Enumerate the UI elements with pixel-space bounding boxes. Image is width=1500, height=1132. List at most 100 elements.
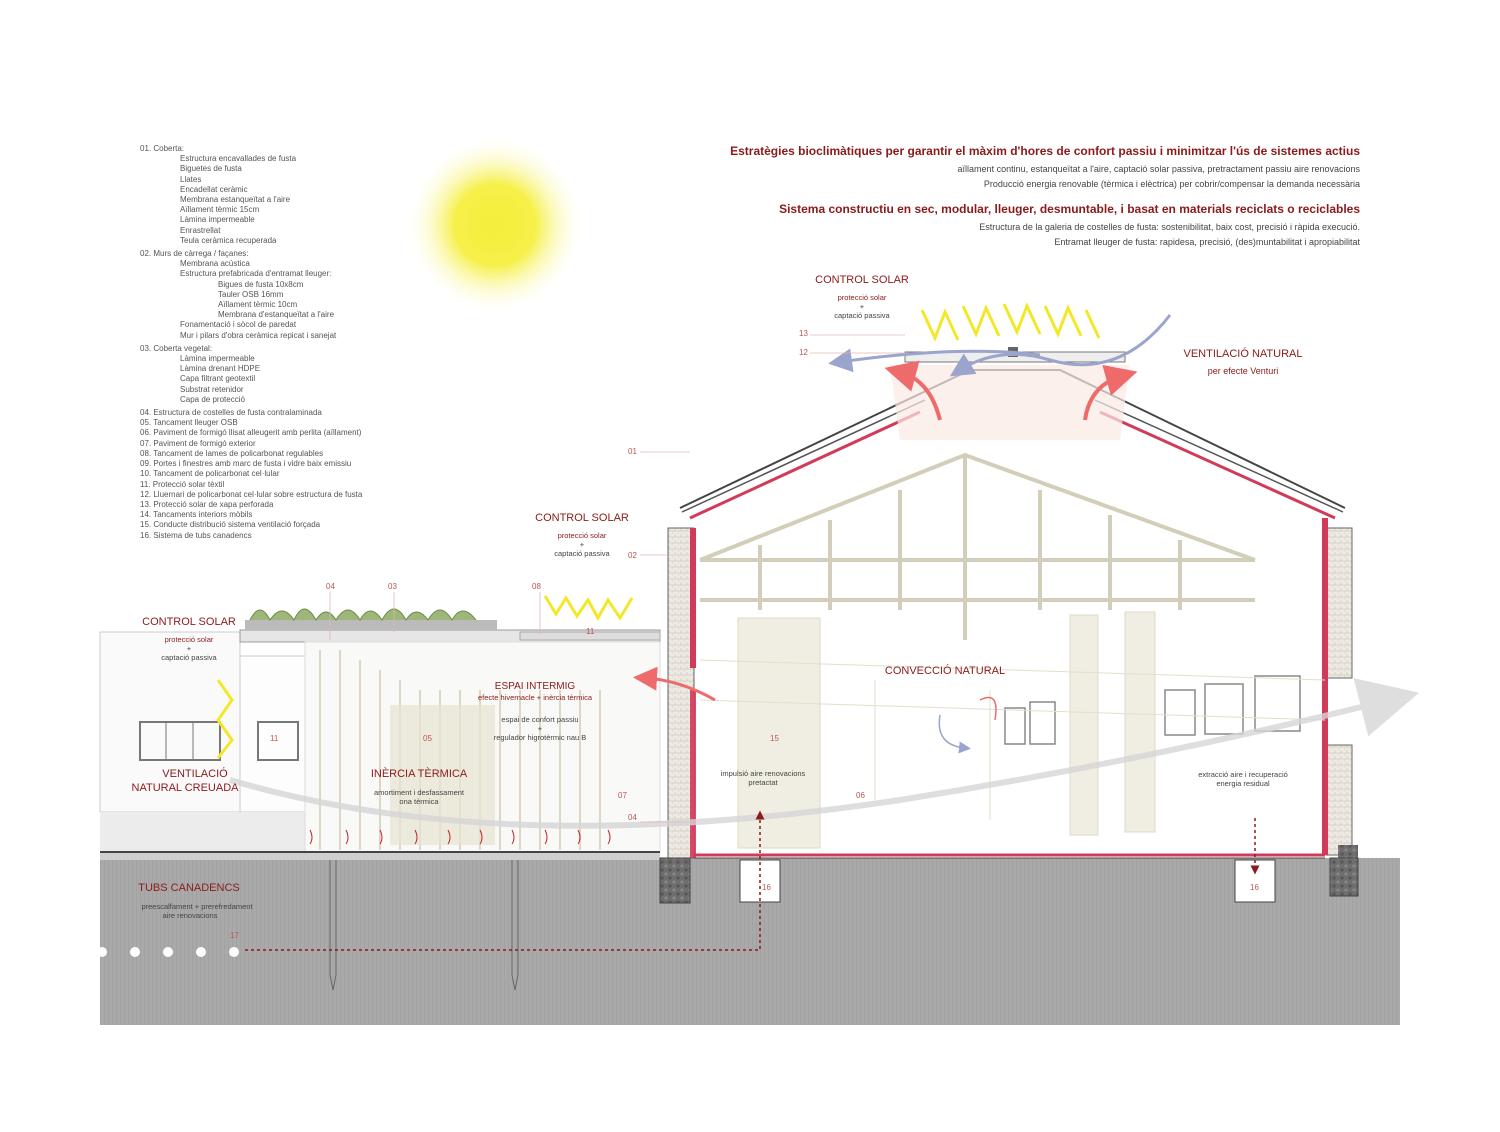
heading-line-3: Estructura de la galeria de costelles de… <box>979 222 1360 232</box>
heading-line-4: Entramat lleuger de fusta: rapidesa, pre… <box>1054 237 1360 247</box>
heading-line-2: Producció energia renovable (tèrmica i e… <box>983 179 1360 189</box>
cross-ventilation-arrow <box>229 678 1420 829</box>
convection-warm-arrow <box>979 696 997 721</box>
label-tubs: TUBS CANADENCS <box>138 882 239 894</box>
legend-subitem: Làmina impermeable <box>180 215 255 225</box>
diagram-labels: CONTROL SOLAR protecció solar + captació… <box>132 274 1303 940</box>
legend-item: 14. Tancaments interiors mòbils <box>140 510 253 520</box>
legend-subitem: Làmina drenant HDPE <box>180 364 261 374</box>
legend-subitem: Encadellat ceràmic <box>180 184 248 194</box>
label-venturi: per efecte Venturi <box>1208 366 1279 376</box>
legend-subitem: Membrana d'estanqueïtat a l'aire <box>218 310 335 320</box>
label-control-solar-top: CONTROL SOLAR <box>815 274 909 286</box>
legend-subitem: Aïllament tèrmic 15cm <box>180 205 260 215</box>
label-plus-left: + <box>187 644 192 653</box>
legend-item: 03. Coberta vegetal: <box>140 343 213 353</box>
leader-lines <box>329 334 905 823</box>
label-captacio-middle: captació passiva <box>554 549 610 558</box>
label-ventilacio-natural: VENTILACIÓ NATURAL <box>1184 347 1303 360</box>
exterior-pavement <box>100 852 660 860</box>
hot-air-left-arrow <box>884 360 942 421</box>
venturi-airflow-out <box>949 314 1172 377</box>
label-proteccio-left: protecció solar <box>165 635 214 644</box>
label-confort-2: + <box>538 724 543 733</box>
legend-subitem: Teula ceràmica recuperada <box>180 235 277 245</box>
legend-subitem: Membrana acústica <box>180 259 250 269</box>
label-ventilacio-creuada-1: VENTILACIÓ <box>162 767 228 780</box>
label-extraccio-1: extracció aire i recuperació <box>1198 770 1288 779</box>
label-captacio-left: captació passiva <box>161 653 217 662</box>
legend-item: 02. Murs de càrrega / façanes: <box>140 249 249 259</box>
inertia-arrows <box>309 829 611 845</box>
label-tubs-2: aire renovacions <box>162 911 217 920</box>
pile-2 <box>511 860 519 991</box>
label-control-solar-left: CONTROL SOLAR <box>142 616 236 628</box>
legend-subitem: Aïllament tèrmic 10cm <box>218 300 298 310</box>
num-02: 02 <box>628 551 637 560</box>
legend-subitem: Capa filtrant geotextil <box>180 374 256 384</box>
num-07: 07 <box>618 791 627 800</box>
main-building <box>659 347 1359 904</box>
legend-item: 15. Conducte distribució sistema ventila… <box>140 520 321 530</box>
num-13: 13 <box>799 329 808 338</box>
label-confort-3: regulador higrotèrmic nau B <box>494 733 587 742</box>
legend-item: 12. Lluernari de policarbonat cel·lular … <box>140 489 363 499</box>
label-proteccio-top: protecció solar <box>838 293 887 302</box>
num-04-floor: 04 <box>628 813 637 822</box>
label-proteccio-middle: protecció solar <box>558 531 607 540</box>
legend-item: 06. Paviment de formigó llisat alleugeri… <box>140 428 362 438</box>
num-03: 03 <box>388 582 397 591</box>
legend-subitem: Làmina impermeable <box>180 354 255 364</box>
heading-line-1: aïllament continu, estanqueïtat a l'aire… <box>957 164 1360 174</box>
legend-subitem: Fonamentació i sòcol de paredat <box>180 320 297 330</box>
label-amort-2: ona tèrmica <box>399 797 439 806</box>
num-11-gallery: 11 <box>586 627 595 636</box>
heading-title-strategies: Estratègies bioclimàtiques per garantir … <box>730 144 1360 158</box>
solar-rays <box>216 302 1101 759</box>
legend-subitem: Membrana estanqueïtat a l'aire <box>180 195 291 205</box>
legend-subitem: Enrastrellat <box>180 225 221 235</box>
venturi-airflow-in <box>828 348 1041 373</box>
legend-subitem: Substrat retenidor <box>180 384 244 394</box>
hot-air-right-arrow <box>1083 364 1138 421</box>
label-plus-top: + <box>860 302 865 311</box>
intermediate-warm-arrow <box>633 666 716 702</box>
label-extraccio-2: energia residual <box>1216 779 1270 788</box>
num-05: 05 <box>423 734 432 743</box>
label-tubs-1: preescalfament + prerefredament <box>141 902 253 911</box>
label-impulsio-2: pretactat <box>748 778 778 787</box>
heading-title-system: Sistema constructiu en sec, modular, lle… <box>779 202 1360 216</box>
legend-subitem: Bigues de fusta 10x8cm <box>218 279 304 289</box>
label-conveccio: CONVECCIÓ NATURAL <box>885 664 1005 677</box>
existing-left-building <box>99 631 307 852</box>
legend-subitem: Mur i pilars d'obra ceràmica repicat i s… <box>180 330 337 340</box>
label-control-solar-middle: CONTROL SOLAR <box>535 512 629 524</box>
sun-icon <box>405 135 585 315</box>
legend-subitem: Estructura prefabricada d'entramat lleug… <box>180 269 332 279</box>
legend-item: 04. Estructura de costelles de fusta con… <box>140 408 322 418</box>
label-espai-intermig: ESPAI INTERMIG <box>495 681 576 692</box>
num-12: 12 <box>799 348 808 357</box>
strategies-heading: Estratègies bioclimàtiques per garantir … <box>730 144 1360 250</box>
label-amort-1: amortiment i desfassament <box>374 788 465 797</box>
legend-item: 09. Portes i finestres amb marc de fusta… <box>140 459 352 469</box>
label-ventilacio-creuada-2: NATURAL CREUADA <box>132 782 240 794</box>
legend-subitem: Capa de protecció <box>180 394 245 404</box>
label-efecte: efecte hivernacle + inèrcia tèrmica <box>478 693 593 702</box>
legend-item: 13. Protecció solar de xapa perforada <box>140 499 274 509</box>
pile-1 <box>329 860 337 991</box>
label-captacio-top: captació passiva <box>834 311 890 320</box>
legend-item: 10. Tancament de policarbonat cel·lular <box>140 469 280 479</box>
legend-item: 01. Coberta: <box>140 144 185 153</box>
num-01: 01 <box>628 447 637 456</box>
legend-subitem: Tauler OSB 16mm <box>218 289 284 299</box>
convection-cool-arrow <box>938 714 971 754</box>
legend-item: 08. Tancament de lames de policarbonat r… <box>140 448 324 458</box>
num-06: 06 <box>856 791 865 800</box>
label-impulsio-1: impulsió aire renovacions <box>721 769 806 778</box>
label-inercia: INÈRCIA TÈRMICA <box>371 767 468 780</box>
materials-legend: 01. Coberta:Estructura encavallades de f… <box>140 144 362 541</box>
canadian-tubes <box>97 947 239 957</box>
num-16-right: 16 <box>1250 883 1259 892</box>
